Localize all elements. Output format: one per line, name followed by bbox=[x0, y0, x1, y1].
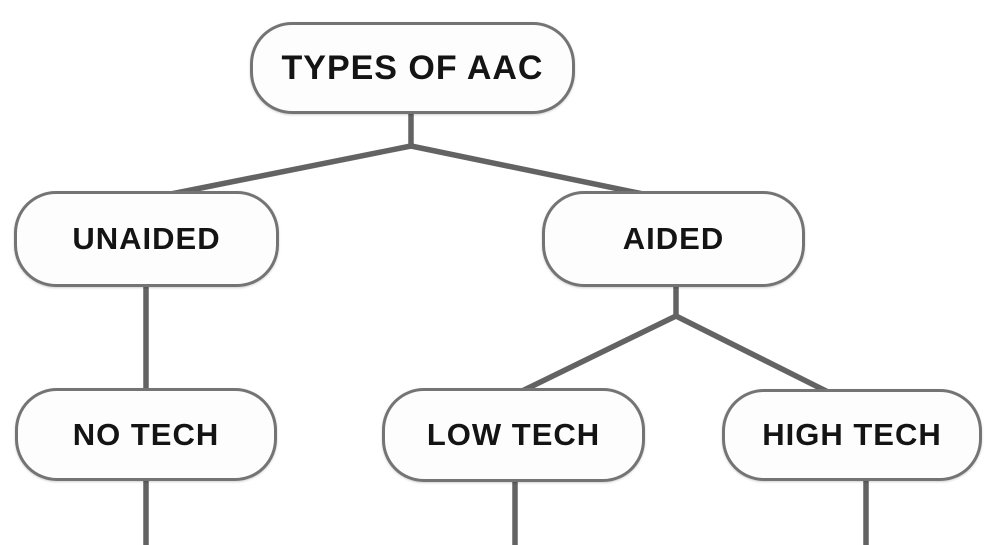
edge-root-to-aided bbox=[408, 143, 651, 198]
node-low-tech: LOW TECH bbox=[382, 388, 645, 482]
node-high-tech-label: HIGH TECH bbox=[762, 417, 942, 452]
node-aided: AIDED bbox=[542, 191, 805, 287]
node-types-of-aac: TYPES OF AAC bbox=[250, 22, 575, 114]
node-no-tech-label: NO TECH bbox=[72, 416, 220, 452]
node-no-tech: NO TECH bbox=[15, 388, 277, 481]
node-aided-label: AIDED bbox=[622, 221, 725, 256]
edge-aided-to-high-tech bbox=[673, 313, 833, 396]
edge-root-to-unaided bbox=[163, 143, 414, 198]
node-unaided: UNAIDED bbox=[14, 191, 279, 287]
node-types-of-aac-label: TYPES OF AAC bbox=[281, 48, 544, 87]
node-unaided-label: UNAIDED bbox=[72, 221, 221, 256]
node-low-tech-label: LOW TECH bbox=[426, 417, 601, 452]
node-high-tech: HIGH TECH bbox=[722, 389, 982, 481]
edge-aided-to-low-tech bbox=[515, 313, 679, 396]
